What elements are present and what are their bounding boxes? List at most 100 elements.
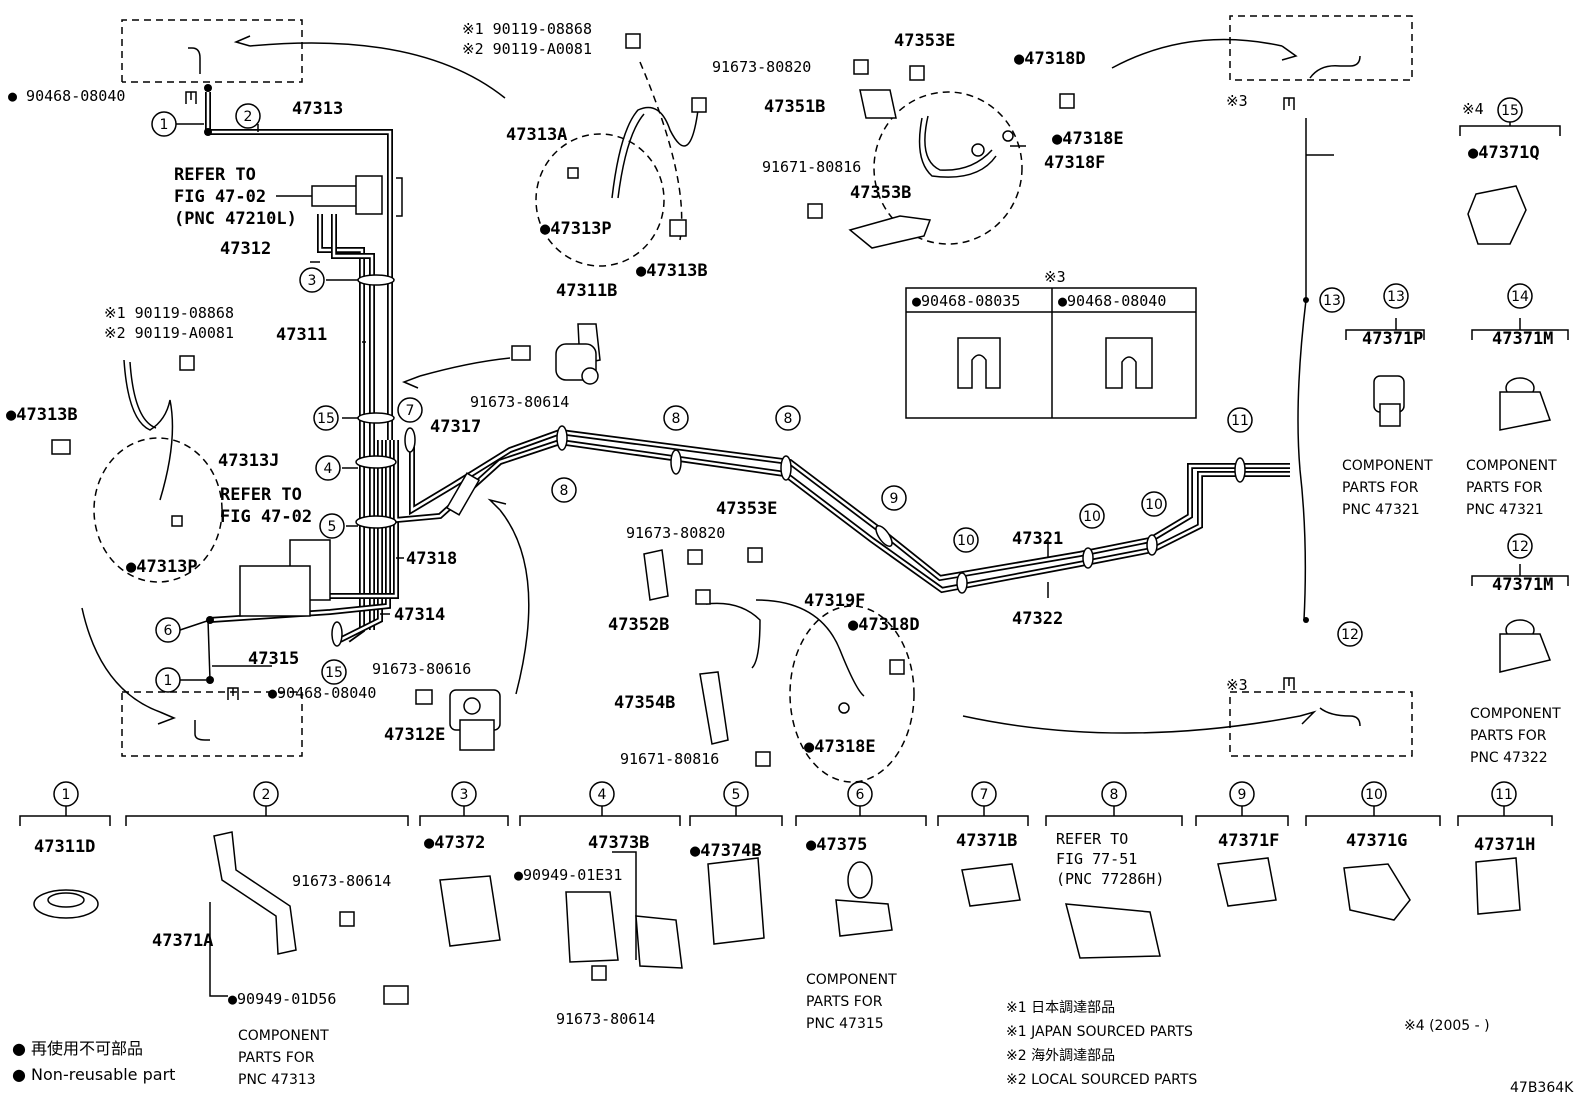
legend-n6-comp-3: PNC 47315 (806, 1016, 884, 1032)
note2-jp: ※2 海外調達部品 (1006, 1048, 1115, 1064)
callout-number-3: 3 (308, 273, 317, 289)
label-47313: 47313 (292, 99, 343, 119)
callout-number-12: 12 (1511, 539, 1529, 555)
legend-n2-bolt: 91673-80614 (292, 872, 391, 890)
comp-47322-3: PNC 47322 (1470, 750, 1548, 766)
comp-47322-1: COMPONENT (1470, 706, 1561, 722)
label-47353E-mid: 47353E (716, 499, 777, 519)
label-47314: 47314 (394, 605, 445, 625)
callout-circle-5 (319, 513, 345, 539)
label-47322: 47322 (1012, 609, 1063, 629)
callout-number-8: 8 (784, 411, 793, 427)
callout-circle-8 (663, 405, 689, 431)
note4-range: ※4 (2005 - ) (1404, 1018, 1490, 1034)
callout-number-10: 10 (957, 533, 975, 549)
clip-47371M-14 (1499, 377, 1551, 431)
label-47318: 47318 (406, 549, 457, 569)
legend-number-7: 7 (980, 787, 989, 803)
label-47313B-top: ●47313B (636, 261, 708, 281)
label-90468-08040-bot: ●90468-08040 (268, 684, 376, 702)
legend-n2-comp-3: PNC 47313 (238, 1072, 316, 1088)
note1-en: ※1 JAPAN SOURCED PARTS (1006, 1024, 1193, 1040)
refer-a-line3: (PNC 47210L) (174, 209, 297, 229)
table-header-2: ●90468-08040 (1058, 292, 1166, 310)
refer-a-line2: FIG 47-02 (174, 187, 266, 207)
comp-47322-2: PARTS FOR (1470, 728, 1547, 744)
detail-box-top-right (1229, 15, 1413, 81)
hose-47313J (51, 355, 223, 583)
arrows (81, 35, 1317, 734)
legend-n8-refer-1: REFER TO (1056, 830, 1128, 848)
legend-number-3: 3 (460, 787, 469, 803)
label-note3-table: ※3 (1044, 268, 1066, 286)
clip-47371M-12 (1499, 619, 1552, 673)
legend-circle-4 (589, 781, 615, 807)
callout-number-11: 11 (1231, 413, 1249, 429)
legend-part-5: ●47374B (690, 841, 762, 861)
legend-n6-comp-1: COMPONENT (806, 972, 897, 988)
callout-circle-11 (1227, 407, 1253, 433)
legend-part-10: 47371G (1346, 831, 1407, 851)
label-note1-b: ※1 90119-08868 (104, 304, 234, 322)
callout-number-1: 1 (164, 673, 173, 689)
legend-part-4: 47373B (588, 833, 649, 853)
refer-b-line2: FIG 47-02 (220, 507, 312, 527)
label-47371M-14: 47371M (1492, 329, 1553, 349)
legend-part-6: ●47375 (806, 835, 867, 855)
label-note2-b: ※2 90119-A0081 (104, 324, 234, 342)
joint-47317 (445, 472, 481, 516)
label-47318D-top: ●47318D (1014, 49, 1086, 69)
callout-circle-15 (313, 405, 339, 431)
refer-b-line1: REFER TO (220, 485, 302, 505)
legend-circle-7 (971, 781, 997, 807)
callout-number-13: 13 (1323, 293, 1341, 309)
label-47312: 47312 (220, 239, 271, 259)
clip-ovals (331, 274, 1246, 647)
label-90468-08040-top: ● 90468-08040 (8, 87, 125, 105)
legend-n6-comp-2: PARTS FOR (806, 994, 883, 1010)
table-header-1: ●90468-08035 (912, 292, 1020, 310)
pipe-right-vertical (1297, 118, 1334, 623)
label-note1-a: ※1 90119-08868 (462, 20, 592, 38)
callout-number-6: 6 (164, 623, 173, 639)
figure-code: 47B364K (1510, 1080, 1574, 1096)
label-91673-80616: 91673-80616 (372, 660, 471, 678)
legend-number-10: 10 (1365, 787, 1383, 803)
legend-circle-8 (1101, 781, 1127, 807)
callout-circle-8 (775, 405, 801, 431)
label-91671-80816-top: 91671-80816 (762, 158, 861, 176)
callout-number-12: 12 (1341, 627, 1359, 643)
label-47318E-top: ●47318E (1052, 129, 1124, 149)
callout-circle-10 (953, 527, 979, 553)
label-47315: 47315 (248, 649, 299, 669)
hose-47313A (535, 33, 707, 267)
bottom-notes: ● 再使用不可部品 ● Non-reusable part ※1 日本調達部品 … (12, 1000, 1574, 1096)
legend-part-7: 47371B (956, 831, 1017, 851)
callout-circle-13 (1319, 287, 1345, 313)
detail-box-bottom-right (1229, 691, 1413, 757)
legend-circle-3 (451, 781, 477, 807)
label-47318D-mid: ●47318D (848, 615, 920, 635)
callout-circle-15 (1497, 97, 1523, 123)
label-91671-80816-mid: 91671-80816 (620, 750, 719, 768)
hose-47319F (643, 547, 915, 783)
callout-number-4: 4 (324, 461, 333, 477)
legend-number-1: 1 (62, 787, 71, 803)
callout-circle-12 (1507, 533, 1533, 559)
label-47311B: 47311B (556, 281, 617, 301)
legend-number-6: 6 (856, 787, 865, 803)
comp-47321-a-1: COMPONENT (1342, 458, 1433, 474)
legend-n4-bolt: 91673-80614 (556, 1010, 655, 1028)
legend-part-11: 47371H (1474, 835, 1535, 855)
legend-number-5: 5 (732, 787, 741, 803)
callout-circle-12 (1337, 621, 1363, 647)
callout-number-15: 15 (317, 411, 335, 427)
label-47353B: 47353B (850, 183, 911, 203)
bracket-47311B (511, 323, 601, 385)
label-note4: ※4 (1462, 100, 1484, 118)
label-47313P-left: ●47313P (126, 557, 198, 577)
legend-part-1: 47311D (34, 837, 95, 857)
callout-circle-4 (315, 455, 341, 481)
legend-n8-refer-2: FIG 77-51 (1056, 850, 1137, 868)
detail-box-bottom-left (121, 691, 303, 757)
